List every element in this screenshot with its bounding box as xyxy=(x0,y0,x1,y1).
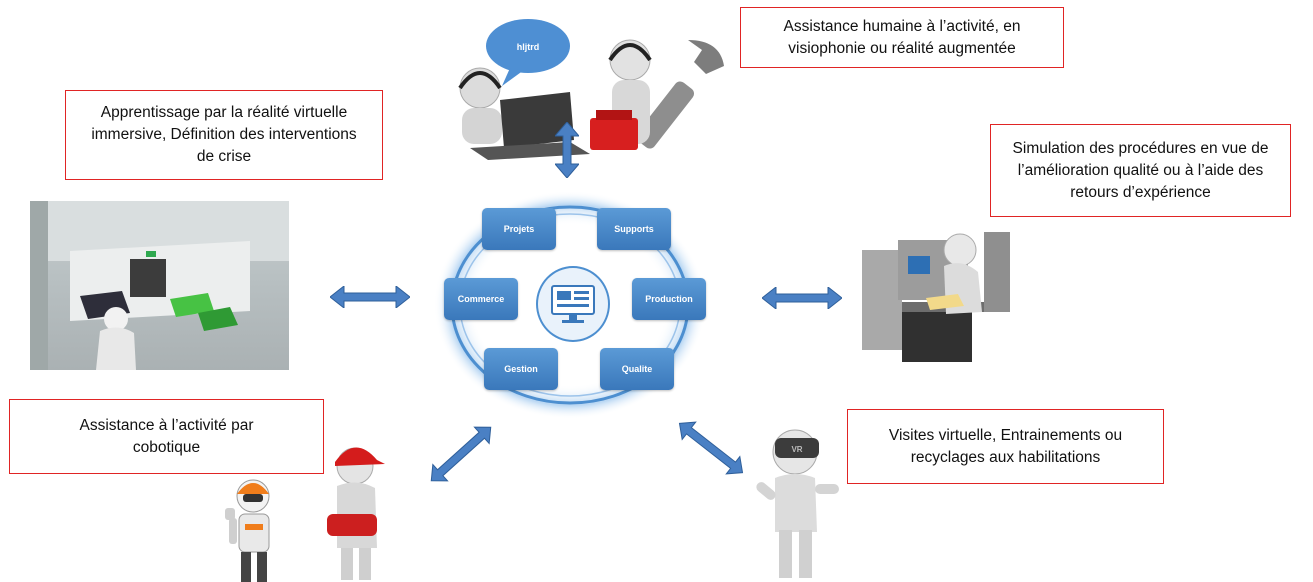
arrow-top xyxy=(555,122,579,178)
hub-item-commerce: Commerce xyxy=(444,278,518,320)
cobotics-scene xyxy=(215,428,415,582)
box-visites-virtuelles-text: Visites virtuelle, Entrainements ou recy… xyxy=(888,426,1123,466)
hub-item-commerce-label: Commerce xyxy=(457,294,505,304)
hub-item-qualite: Qualite xyxy=(600,348,674,390)
hub-item-gestion-label: Gestion xyxy=(504,364,538,374)
box-assistance-humaine: Assistance humaine à l’activité, en visi… xyxy=(740,7,1064,68)
laptop-icon xyxy=(470,92,590,160)
central-hub: Projets Supports Commerce Production Ges… xyxy=(432,190,708,420)
vr-label-text: VR xyxy=(791,445,802,454)
cobotics-illustration xyxy=(225,447,385,582)
speech-bubble-text: hljtrd xyxy=(517,42,540,52)
box-cobotique: Assistance à l’activité par cobotique xyxy=(9,399,324,474)
hub-item-production: Production xyxy=(632,278,706,320)
box-visites-virtuelles: Visites virtuelle, Entrainements ou recy… xyxy=(847,409,1164,484)
box-simulation-procedures: Simulation des procédures en vue de l’am… xyxy=(990,124,1291,217)
helpdesk-illustration: hljtrd xyxy=(458,19,724,160)
arrow-right xyxy=(762,287,842,309)
hub-item-supports: Supports xyxy=(597,208,671,250)
box-cobotique-text: Assistance à l’activité par cobotique xyxy=(79,416,254,456)
hub-item-projets-label: Projets xyxy=(503,224,535,234)
helpdesk-scene: hljtrd xyxy=(440,10,740,160)
vr-room-illustration xyxy=(30,201,289,370)
speech-bubble-icon xyxy=(486,19,570,86)
monitor-icon xyxy=(536,266,610,342)
box-simulation-procedures-text: Simulation des procédures en vue de l’am… xyxy=(1012,139,1269,201)
toolbox-icon xyxy=(590,110,638,150)
office-desk-icon xyxy=(862,232,1010,362)
vr-headset-icon: VR xyxy=(756,429,839,578)
hub-item-supports-label: Supports xyxy=(614,224,654,234)
box-assistance-humaine-text: Assistance humaine à l’activité, en visi… xyxy=(783,17,1021,57)
box-apprentissage-vr: Apprentissage par la réalité virtuelle i… xyxy=(65,90,383,180)
hub-item-qualite-label: Qualite xyxy=(621,364,653,374)
hub-item-production-label: Production xyxy=(645,294,693,304)
office-simulation-scene xyxy=(860,222,1012,367)
vr-learning-scene xyxy=(30,201,289,370)
arrow-left xyxy=(330,286,410,308)
vr-visit-scene: VR xyxy=(745,422,845,580)
wrench-icon xyxy=(635,40,724,149)
box-apprentissage-vr-text: Apprentissage par la réalité virtuelle i… xyxy=(91,104,357,165)
hub-item-projets: Projets xyxy=(482,208,556,250)
arrow-bottom-left xyxy=(430,426,492,482)
robot-icon xyxy=(225,479,270,582)
hub-item-gestion: Gestion xyxy=(484,348,558,390)
arrow-bottom-right xyxy=(678,421,744,475)
